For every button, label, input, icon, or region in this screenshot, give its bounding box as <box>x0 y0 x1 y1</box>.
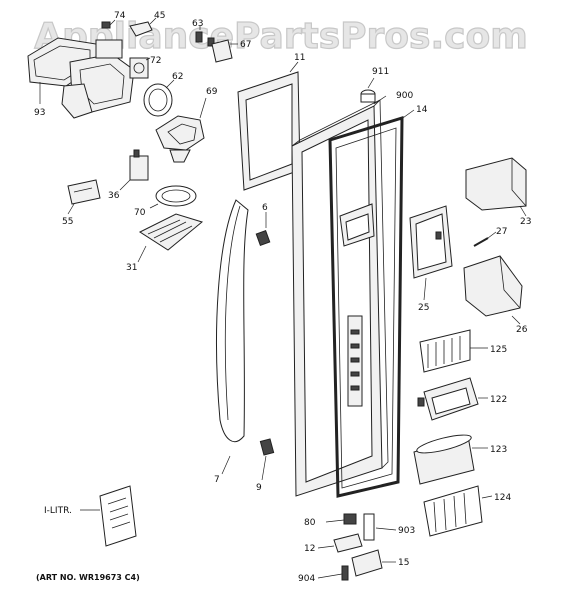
part-11-dispenser-frame <box>237 61 301 191</box>
part-69-auger <box>155 97 207 163</box>
callout-55: 55 <box>62 217 73 227</box>
callout-69: 69 <box>206 87 218 97</box>
part-63-screw <box>195 26 215 47</box>
callout-74: 74 <box>114 11 126 21</box>
callout-14: 14 <box>416 105 428 115</box>
callout-80: 80 <box>304 518 316 528</box>
callout-904: 904 <box>298 574 315 584</box>
callout-11: 11 <box>294 53 305 63</box>
callout-122: 122 <box>490 395 507 405</box>
callout-23: 23 <box>520 217 531 227</box>
callout-6: 6 <box>262 203 268 213</box>
part-74-clip <box>101 19 116 29</box>
callout-62: 62 <box>172 72 183 82</box>
callout-31: 31 <box>126 263 137 273</box>
callout-125: 125 <box>490 345 507 355</box>
callout-45: 45 <box>154 11 165 21</box>
callout-26: 26 <box>516 325 528 335</box>
part-7-door-handle <box>216 199 249 475</box>
part-70-gasket <box>149 185 197 209</box>
callout-27: 27 <box>496 227 507 237</box>
part-36-switch <box>119 149 149 191</box>
callout-36: 36 <box>108 191 120 201</box>
part-45-bracket <box>129 17 157 37</box>
callout-124: 124 <box>494 493 511 503</box>
callout-67: 67 <box>240 40 251 50</box>
part-14-door-gasket <box>328 109 415 498</box>
callout-7: 7 <box>214 475 220 485</box>
callout-93: 93 <box>34 108 45 118</box>
part-900-door-assembly <box>291 95 389 497</box>
part-27-screw <box>473 231 497 247</box>
part-93-dispenser-housing <box>27 37 135 119</box>
part-125-shelf-basket <box>419 329 488 373</box>
part-literature-booklet <box>80 485 137 547</box>
part-6-door-stop <box>255 212 271 246</box>
literature-label: I-LITR. <box>44 506 72 516</box>
callout-72: 72 <box>150 56 161 66</box>
callout-123: 123 <box>490 445 507 455</box>
part-9-hinge-pin <box>259 438 275 481</box>
callout-70: 70 <box>134 208 146 218</box>
callout-12: 12 <box>304 544 315 554</box>
callout-63: 63 <box>192 19 203 29</box>
part-123-door-bin <box>413 434 488 485</box>
callout-911: 911 <box>372 67 389 77</box>
part-67-bracket <box>211 39 238 63</box>
part-904-screw <box>317 565 349 581</box>
part-26-bucket <box>463 255 523 325</box>
art-number: (ART NO. WR19673 C4) <box>36 573 140 582</box>
part-25-bin <box>409 205 453 301</box>
part-12-hinge <box>317 533 363 553</box>
part-911-cap <box>360 77 376 103</box>
part-124-bottom-basket <box>423 485 493 537</box>
part-80-fitting <box>325 513 357 525</box>
callout-25: 25 <box>418 303 429 313</box>
callout-15: 15 <box>398 558 409 568</box>
part-55-control-board <box>67 179 101 215</box>
part-31-grille <box>137 213 204 263</box>
part-62-ring <box>143 79 175 117</box>
part-122-door-shelf <box>417 377 488 421</box>
part-15-bracket <box>351 549 396 577</box>
callout-9: 9 <box>256 483 262 493</box>
part-903-tube <box>363 513 397 541</box>
callout-900: 900 <box>396 91 413 101</box>
part-72-motor <box>129 57 151 79</box>
callout-903: 903 <box>398 526 415 536</box>
part-23-cover <box>465 157 527 217</box>
